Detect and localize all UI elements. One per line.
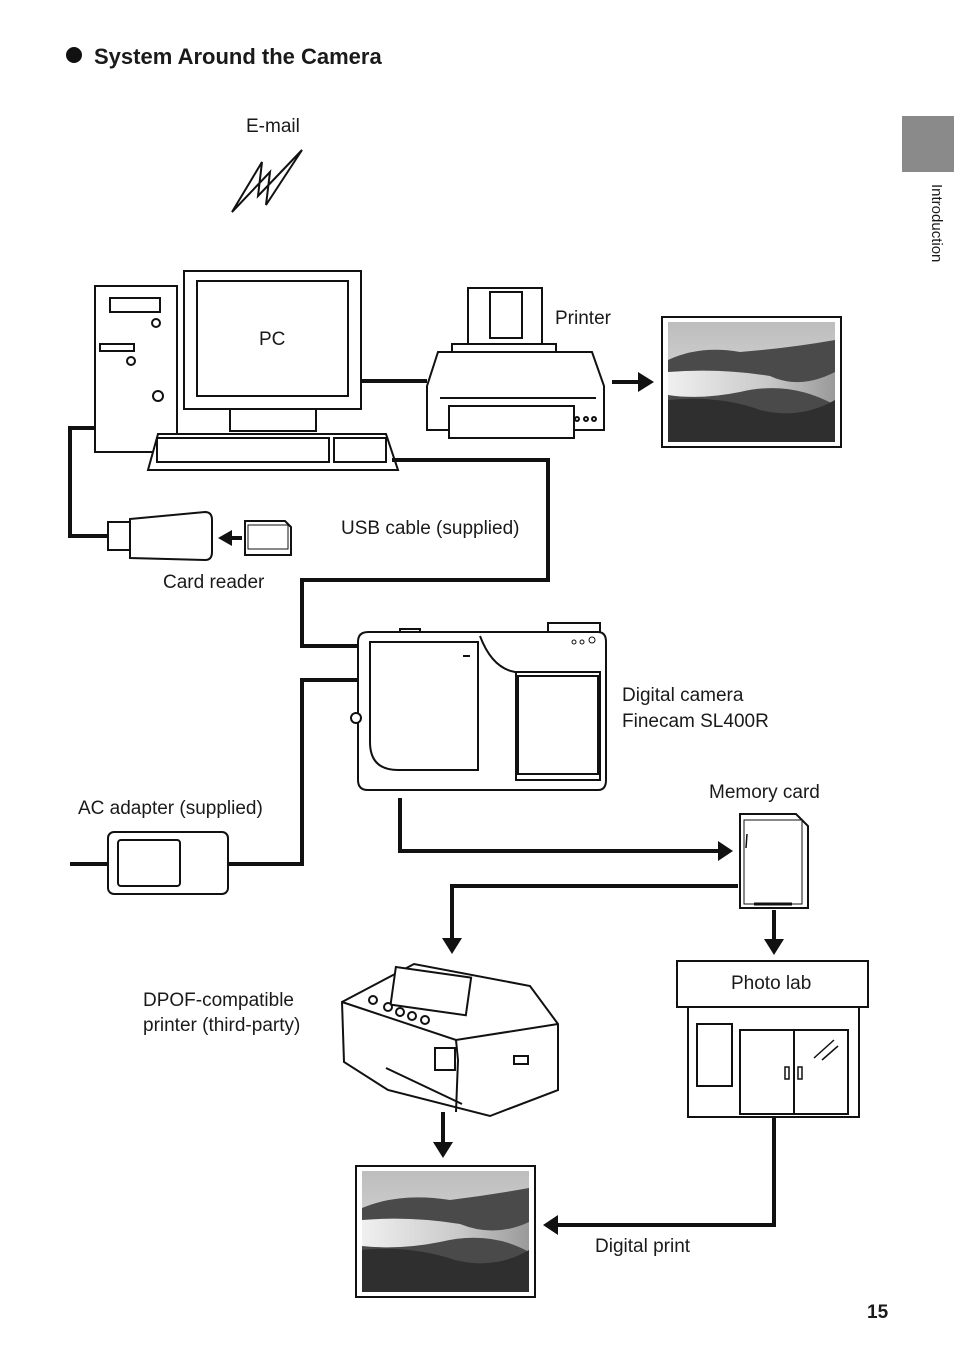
email-lightning-icon: [231, 149, 303, 213]
page-title-text: System Around the Camera: [94, 44, 382, 69]
pc-monitor: [146, 270, 400, 471]
ac-adapter-label: AC adapter (supplied): [78, 798, 263, 819]
digital-camera-label-2: Finecam SL400R: [622, 711, 769, 732]
printed-photo-bottom: [355, 1165, 536, 1298]
printer-label: Printer: [555, 308, 611, 329]
section-side-label: Introduction: [928, 184, 945, 263]
arrowheads: [218, 372, 784, 1235]
digital-print-label: Digital print: [595, 1236, 691, 1257]
card-reader-label: Card reader: [163, 572, 265, 593]
bullet-icon: [66, 47, 82, 63]
memory-card-device: [739, 813, 809, 909]
photo-lab-label: Photo lab: [731, 973, 812, 994]
digital-camera-label-1: Digital camera: [622, 685, 744, 706]
dpof-printer-label-1: DPOF-compatible: [143, 990, 294, 1011]
memory-card-label: Memory card: [709, 782, 820, 803]
dpof-printer-label-2: printer (third-party): [143, 1015, 301, 1036]
digital-camera-device: [350, 622, 607, 791]
usb-cable-label: USB cable (supplied): [341, 518, 520, 539]
email-label: E-mail: [246, 116, 300, 137]
photo-lab-building: [676, 960, 869, 1118]
page-title: System Around the Camera: [66, 44, 382, 70]
section-tab: [902, 116, 954, 172]
pc-tower: [94, 285, 178, 453]
ac-adapter-device: [107, 831, 229, 895]
sd-card-small: [244, 520, 292, 556]
cables: [68, 379, 776, 1227]
printer-device: [426, 287, 605, 439]
dpof-printer-device: [340, 962, 559, 1118]
page-number: 15: [867, 1302, 889, 1323]
pc-label: PC: [259, 329, 286, 350]
card-reader-device: [107, 510, 213, 562]
printed-photo-top: [661, 316, 842, 448]
